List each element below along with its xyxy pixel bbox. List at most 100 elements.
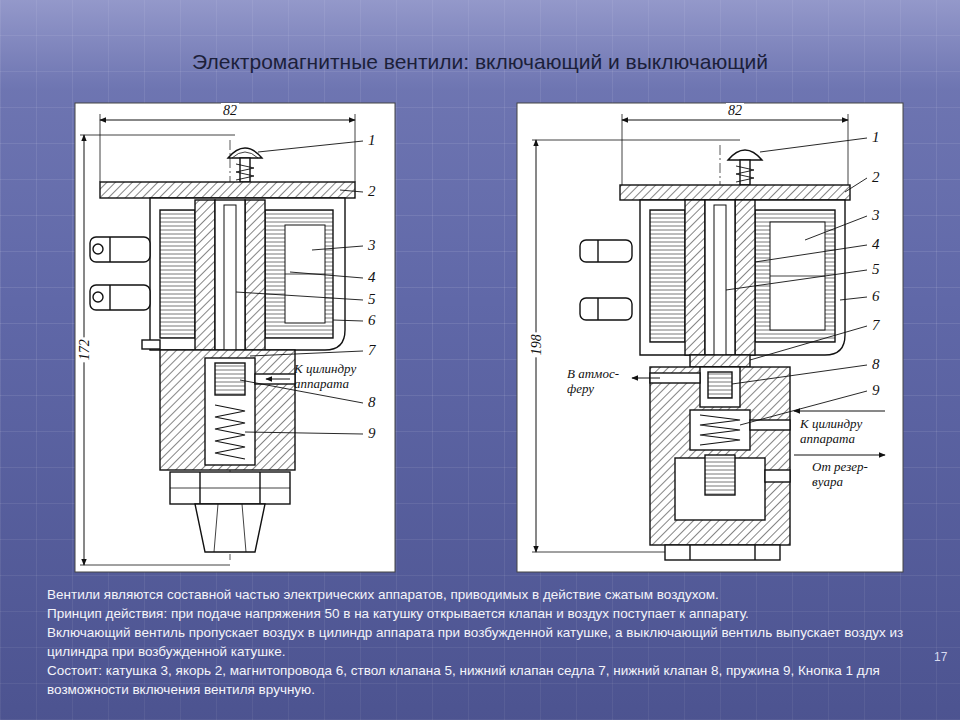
drawing-line [848, 114, 849, 185]
drawing-line [770, 276, 825, 277]
drawing-line [250, 351, 363, 356]
drawing-line [340, 190, 363, 192]
drawing-line [170, 472, 290, 504]
switch-off-valve [532, 114, 885, 560]
drawing-line [622, 120, 848, 121]
drawing-line [760, 138, 867, 152]
drawing-line [109, 285, 110, 310]
drawing-line [805, 216, 867, 240]
drawing-line [750, 420, 790, 430]
drawing-line [726, 138, 867, 425]
drawing-line [80, 565, 230, 566]
drawing-line [622, 114, 623, 185]
dimension-label: 82 [726, 103, 744, 119]
drawing-line [714, 205, 726, 355]
drawing-line [705, 200, 735, 355]
page-number: 17 [934, 650, 947, 664]
callout-number: 9 [872, 382, 880, 399]
drawing-line [690, 355, 750, 367]
callout-number: 4 [872, 236, 880, 253]
drawing-line [245, 200, 265, 350]
drawing-line [708, 372, 732, 398]
drawing-line [665, 545, 780, 560]
callout-number: 8 [872, 356, 880, 373]
callout-number: 2 [368, 183, 376, 200]
caption-line: Вентили являются составной частью электр… [47, 585, 927, 604]
drawing-line [312, 246, 363, 250]
dimension-label: 82 [221, 103, 239, 119]
callout-number: 6 [872, 288, 880, 305]
drawing-line [232, 152, 258, 158]
switch-on-valve [80, 114, 363, 565]
drawing-line [597, 298, 598, 320]
drawing-panel [75, 103, 395, 572]
callout-number: 7 [368, 342, 376, 359]
drawing-line [214, 504, 218, 552]
drawing-line [690, 410, 750, 450]
drawing-line [100, 182, 355, 198]
dimension-label: 172 [76, 337, 92, 362]
drawing-line [840, 297, 867, 300]
callout-number: 3 [872, 207, 880, 224]
callout-number: 6 [368, 312, 376, 329]
drawing-line [750, 326, 867, 360]
drawing-line [142, 340, 160, 349]
drawing-line [109, 237, 110, 262]
drawing-line [160, 350, 295, 470]
callout-number: 5 [872, 261, 880, 278]
drawing-line [100, 120, 355, 121]
drawing-line [265, 210, 333, 338]
drawing-line [845, 178, 867, 192]
drawing-line [205, 358, 255, 465]
drawing-line [236, 164, 254, 180]
drawing-line [765, 470, 790, 482]
drawing-line [755, 245, 867, 262]
drawing-line [266, 379, 290, 380]
callout-number: 4 [368, 269, 376, 286]
drawing-line [770, 222, 825, 330]
drawing-line [532, 140, 740, 141]
drawing-line [726, 270, 867, 290]
caption-line: Состоит: катушка 3, якорь 2, магнитопров… [47, 661, 927, 699]
callout-number: 5 [368, 291, 376, 308]
drawing-line [532, 552, 670, 553]
drawing-line [90, 285, 150, 310]
callout-number: 1 [872, 129, 880, 146]
callout-number: 3 [368, 237, 376, 254]
drawing-line [333, 320, 363, 321]
drawing-line [215, 405, 245, 459]
drawing-line [170, 488, 290, 489]
drawing-line [732, 365, 867, 384]
drawing-line [93, 292, 103, 302]
port-label: К цилиндру аппарата [800, 417, 886, 446]
drawing-line [620, 185, 850, 200]
drawing-line [245, 432, 363, 434]
drawing-line [215, 200, 245, 350]
drawing-line [597, 240, 598, 262]
drawing-line [215, 363, 245, 395]
drawing-line [195, 504, 265, 552]
drawing-line [236, 292, 363, 300]
drawing-line [224, 205, 236, 350]
drawing-line [228, 148, 262, 158]
port-label: От резер- вуара [812, 460, 878, 489]
drawing-line [255, 374, 295, 384]
callout-number: 1 [368, 132, 376, 149]
callout-number: 8 [368, 394, 376, 411]
drawing-line [580, 298, 632, 320]
drawing-line [685, 200, 705, 355]
drawing-line [242, 504, 246, 552]
drawing-line [160, 210, 195, 338]
dimension-label: 198 [528, 332, 544, 357]
drawing-line [689, 545, 690, 560]
drawing-line [728, 150, 762, 160]
drawing-line [754, 545, 755, 560]
callout-number: 7 [872, 317, 880, 334]
drawing-line [735, 200, 755, 355]
port-label: К цилиндру аппарата [294, 362, 374, 391]
drawing-line [700, 367, 740, 407]
drawing-panel [517, 103, 903, 572]
drawing-line [90, 237, 150, 262]
drawing-line [632, 378, 660, 379]
port-label: В атмос- феру [567, 367, 627, 396]
